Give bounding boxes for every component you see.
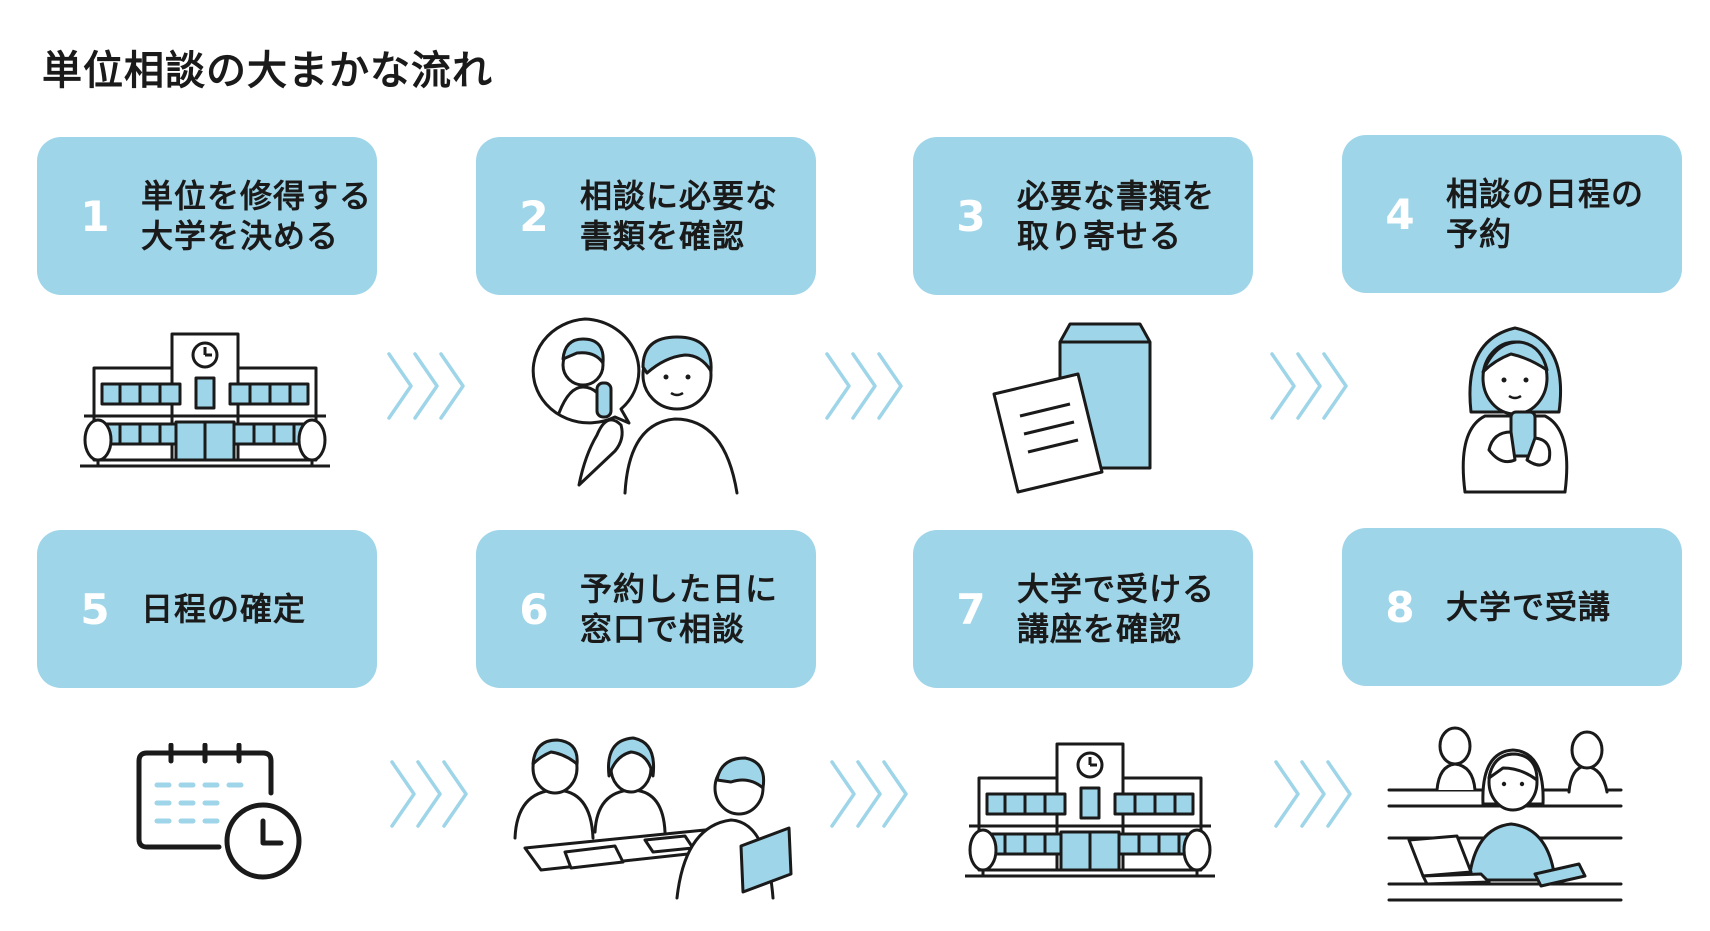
chevron-arrows-icon — [830, 760, 908, 828]
chevron-arrows-icon — [1270, 352, 1348, 420]
school-building-icon — [965, 742, 1215, 878]
step-number: 8 — [1385, 582, 1415, 632]
phone-call-icon — [531, 317, 739, 495]
chevron-arrows-icon — [825, 352, 903, 420]
step-label: 大学で受ける 講座を確認 — [1017, 570, 1216, 648]
chevron-arrows-icon — [387, 352, 465, 420]
step-label: 相談の日程の 予約 — [1446, 175, 1645, 253]
lecture-class-icon — [1387, 726, 1623, 902]
documents-envelope-icon — [992, 322, 1152, 494]
woman-smartphone-icon — [1461, 326, 1569, 494]
page-title: 単位相談の大まかな流れ — [42, 48, 493, 94]
step-card-4: 4 相談の日程の 予約 — [1342, 135, 1682, 293]
step-number: 6 — [519, 584, 549, 634]
step-label: 日程の確定 — [141, 590, 307, 628]
school-building-icon — [80, 332, 330, 468]
step-label: 単位を修得する 大学を決める — [141, 177, 373, 255]
step-card-1: 1 単位を修得する 大学を決める — [37, 137, 377, 295]
step-card-6: 6 予約した日に 窓口で相談 — [476, 530, 816, 688]
step-number: 7 — [956, 584, 986, 634]
counter-consultation-icon — [513, 736, 793, 900]
step-label: 大学で受講 — [1446, 588, 1612, 626]
step-number: 3 — [956, 191, 986, 241]
step-number: 1 — [80, 191, 110, 241]
calendar-clock-icon — [136, 743, 302, 880]
step-card-5: 5 日程の確定 — [37, 530, 377, 688]
step-card-8: 8 大学で受講 — [1342, 528, 1682, 686]
step-label: 相談に必要な 書類を確認 — [580, 177, 779, 255]
step-card-2: 2 相談に必要な 書類を確認 — [476, 137, 816, 295]
step-card-7: 7 大学で受ける 講座を確認 — [913, 530, 1253, 688]
step-label: 必要な書類を 取り寄せる — [1017, 177, 1216, 255]
chevron-arrows-icon — [390, 760, 468, 828]
chevron-arrows-icon — [1274, 760, 1352, 828]
step-number: 2 — [519, 191, 549, 241]
step-card-3: 3 必要な書類を 取り寄せる — [913, 137, 1253, 295]
step-label: 予約した日に 窓口で相談 — [580, 570, 779, 648]
step-number: 5 — [80, 584, 110, 634]
step-number: 4 — [1385, 189, 1415, 239]
